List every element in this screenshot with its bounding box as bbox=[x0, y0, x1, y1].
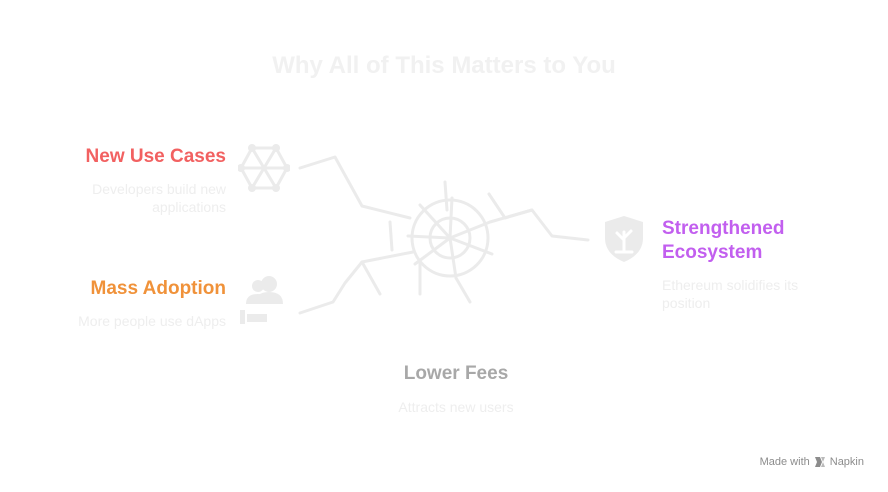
new-use-cases-description: Developers build new applications bbox=[92, 181, 226, 215]
strengthened-ecosystem-description: Ethereum solidifies its position bbox=[662, 277, 799, 311]
new-use-cases-heading: New Use Cases bbox=[85, 146, 226, 167]
strengthened-ecosystem-heading: Strengthened Ecosystem bbox=[662, 218, 785, 263]
mass-adoption-description: More people use dApps bbox=[78, 313, 226, 329]
made-with-napkin-footer[interactable]: Made with Napkin bbox=[760, 456, 864, 468]
users-icon bbox=[240, 276, 283, 324]
napkin-logo-icon bbox=[814, 457, 825, 467]
mass-adoption-heading: Mass Adoption bbox=[90, 278, 226, 299]
lower-fees-heading: Lower Fees bbox=[403, 363, 509, 384]
napkin-brand: Napkin bbox=[829, 456, 864, 468]
made-with-label: Made with bbox=[759, 456, 810, 468]
shield-tree-icon bbox=[605, 216, 643, 262]
lower-fees-description: Attracts new users bbox=[398, 399, 514, 415]
network-icon bbox=[238, 144, 290, 192]
diagram-title: Why All of This Matters to You bbox=[272, 52, 616, 79]
